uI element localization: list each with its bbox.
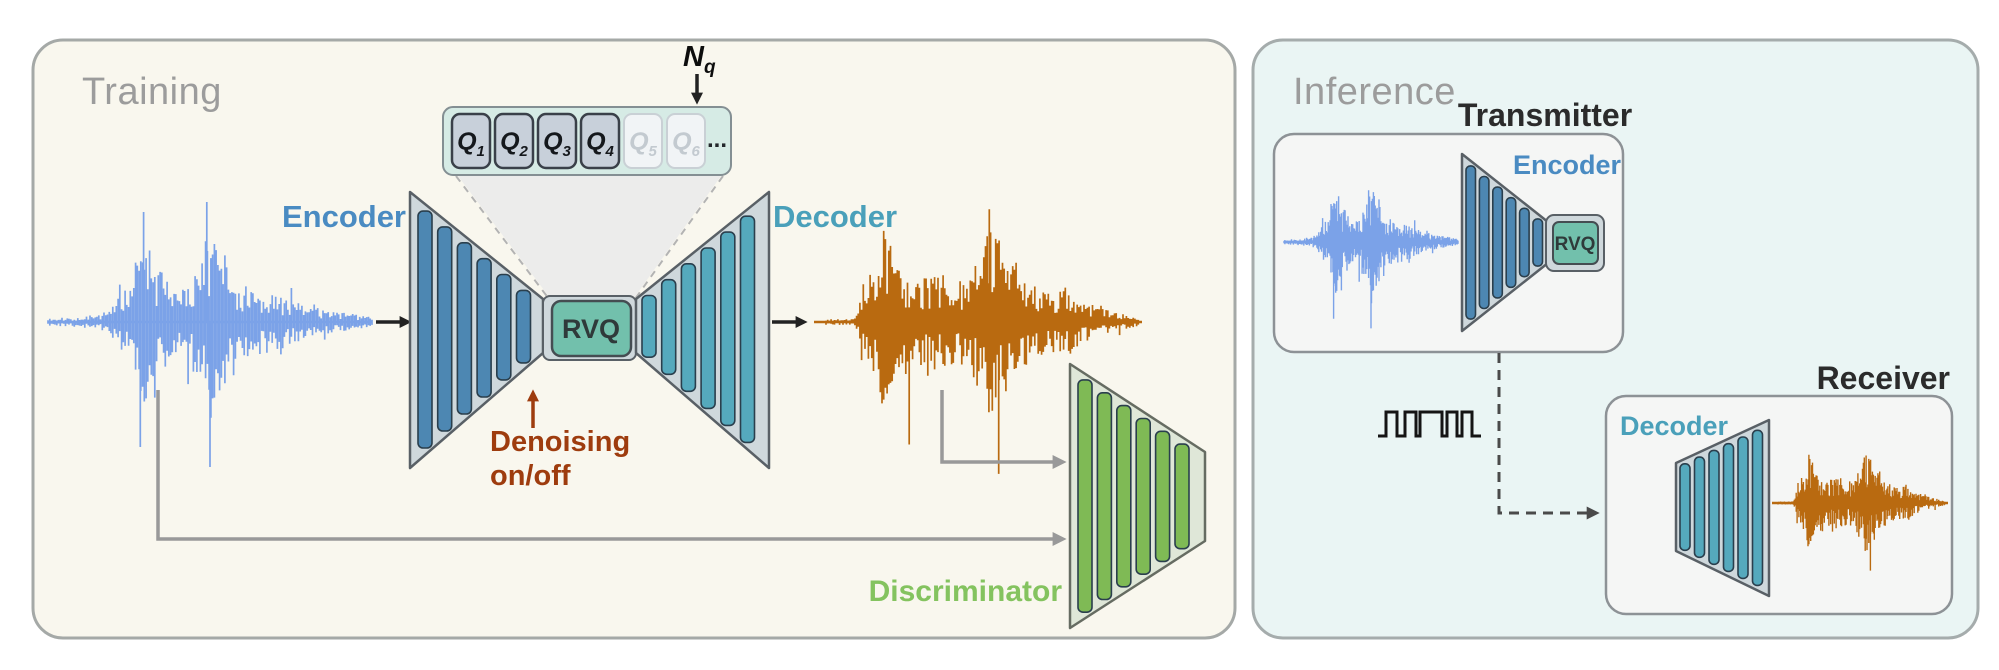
- tx-rvq-box: [1552, 221, 1599, 265]
- svg-text:Q5: Q5: [629, 128, 657, 160]
- tx-encoder-bar: [1478, 175, 1490, 310]
- denoising-label-line2: on/off: [490, 460, 571, 492]
- quantizer-ellipsis: ...: [707, 126, 727, 153]
- training-panel: Training Q1 Q2 Q3 Q4 Q5 Q6 ... Nq: [31, 38, 1237, 640]
- discriminator-bar: [1096, 391, 1113, 601]
- decoder-label: Decoder: [773, 199, 897, 234]
- rvq-label: RVQ: [562, 314, 620, 344]
- q1-subscript: 1: [477, 143, 485, 160]
- q2-label: Q: [500, 128, 520, 156]
- encoder-bar: [417, 210, 433, 449]
- quantizer-box-q1: Q1: [450, 112, 492, 170]
- tx-encoder-label: Encoder: [1513, 150, 1622, 180]
- tx-encoder-bar: [1505, 196, 1517, 289]
- receiver-label: Receiver: [1817, 360, 1950, 396]
- quantizer-strip: Q1 Q2 Q3 Q4 Q5 Q6 ...: [442, 106, 732, 176]
- quantizer-box-q5: Q5: [623, 113, 663, 169]
- decoder-bar: [660, 278, 677, 376]
- tx-encoder-bar: [1518, 207, 1530, 278]
- q6-label: Q: [672, 128, 692, 156]
- decoder-bars: [641, 215, 756, 444]
- tx-encoder-bar: [1465, 165, 1477, 320]
- rx-decoder-bars: [1679, 429, 1764, 587]
- q3-label: Q: [543, 128, 563, 156]
- svg-text:Q1: Q1: [457, 128, 485, 160]
- discriminator-bar: [1077, 379, 1093, 613]
- decoder-bar: [680, 262, 697, 393]
- discriminator-block: [1068, 362, 1207, 630]
- svg-text:Q6: Q6: [672, 128, 700, 160]
- inference-title: Inference: [1293, 71, 1456, 113]
- tx-encoder-bars: [1465, 165, 1544, 320]
- quantizer-box-q6: Q6: [666, 113, 706, 169]
- original-audio-connector: [156, 390, 1067, 546]
- nq-base: N: [683, 41, 705, 73]
- rx-decoder-label: Decoder: [1620, 411, 1729, 441]
- rx-orange-waveform: [1777, 454, 1947, 571]
- q2-subscript: 2: [519, 143, 529, 160]
- digital-bitstream-icon: [1378, 410, 1481, 438]
- discriminator-bar: [1116, 404, 1132, 588]
- denoising-label-line1: Denoising: [490, 426, 630, 458]
- decoder-bar: [719, 231, 736, 427]
- rx-decoder-bar: [1679, 462, 1691, 552]
- svg-text:Q3: Q3: [543, 128, 571, 160]
- svg-text:Q4: Q4: [586, 128, 614, 160]
- nq-subscript: q: [704, 57, 716, 78]
- quantizer-funnel: [458, 176, 721, 298]
- inference-panel: Inference Transmitter Encoder RVQ Receiv…: [1251, 38, 1980, 640]
- encoder-bar: [436, 226, 453, 432]
- training-title: Training: [82, 71, 222, 113]
- nq-label: Nq: [683, 41, 716, 78]
- tx-encoder-bar: [1532, 218, 1544, 267]
- encoder-label: Encoder: [282, 199, 406, 234]
- rx-decoder-bar: [1722, 442, 1735, 573]
- receiver-box: Decoder: [1604, 394, 1954, 616]
- encoder-bar: [456, 242, 473, 415]
- encoder-bar: [495, 273, 512, 381]
- encoder-bar: [515, 289, 532, 364]
- quantizer-boxes: Q1 Q2 Q3 Q4 Q5 Q6: [450, 112, 706, 170]
- quantizer-box-q4: Q4: [579, 112, 621, 170]
- discriminator-bar: [1154, 430, 1171, 563]
- q1-label: Q: [457, 128, 477, 156]
- output-orange-waveform: [825, 209, 1140, 474]
- input-blue-waveform: [47, 202, 373, 467]
- q6-subscript: 6: [692, 143, 701, 160]
- quantizer-box-q2: Q2: [493, 112, 535, 170]
- decoder-bar: [641, 294, 657, 359]
- rx-decoder-bar: [1708, 449, 1720, 566]
- quantizer-box-q3: Q3: [536, 112, 578, 170]
- tx-rvq-label: RVQ: [1555, 234, 1596, 255]
- tx-encoder-bar: [1492, 186, 1504, 299]
- transmitter-box: Encoder RVQ: [1272, 132, 1625, 354]
- discriminator-bar: [1135, 417, 1151, 575]
- discriminator-label: Discriminator: [869, 575, 1063, 608]
- q4-subscript: 4: [605, 143, 615, 160]
- encoder-bars: [417, 210, 532, 449]
- svg-text:Q2: Q2: [500, 128, 528, 160]
- q4-label: Q: [586, 128, 606, 156]
- q3-subscript: 3: [563, 143, 572, 160]
- tx-blue-waveform: [1283, 190, 1459, 329]
- discriminator-bars: [1077, 379, 1190, 613]
- decoder-block: [634, 190, 771, 470]
- discriminator-bar: [1174, 443, 1190, 550]
- q5-subscript: 5: [649, 143, 658, 160]
- q5-label: Q: [629, 128, 649, 156]
- decoder-bar: [739, 215, 756, 444]
- encoder-bar: [476, 257, 492, 398]
- rvq-box: [550, 299, 633, 358]
- rx-decoder-bar: [1751, 429, 1764, 587]
- rx-decoder-bar: [1737, 436, 1749, 580]
- transmitter-label: Transmitter: [1458, 97, 1632, 133]
- rx-decoder-bar: [1693, 456, 1706, 559]
- bitstream-dashed-connector: [1497, 353, 1600, 520]
- decoder-bar: [700, 247, 716, 410]
- reconstructed-audio-connector: [940, 390, 1067, 469]
